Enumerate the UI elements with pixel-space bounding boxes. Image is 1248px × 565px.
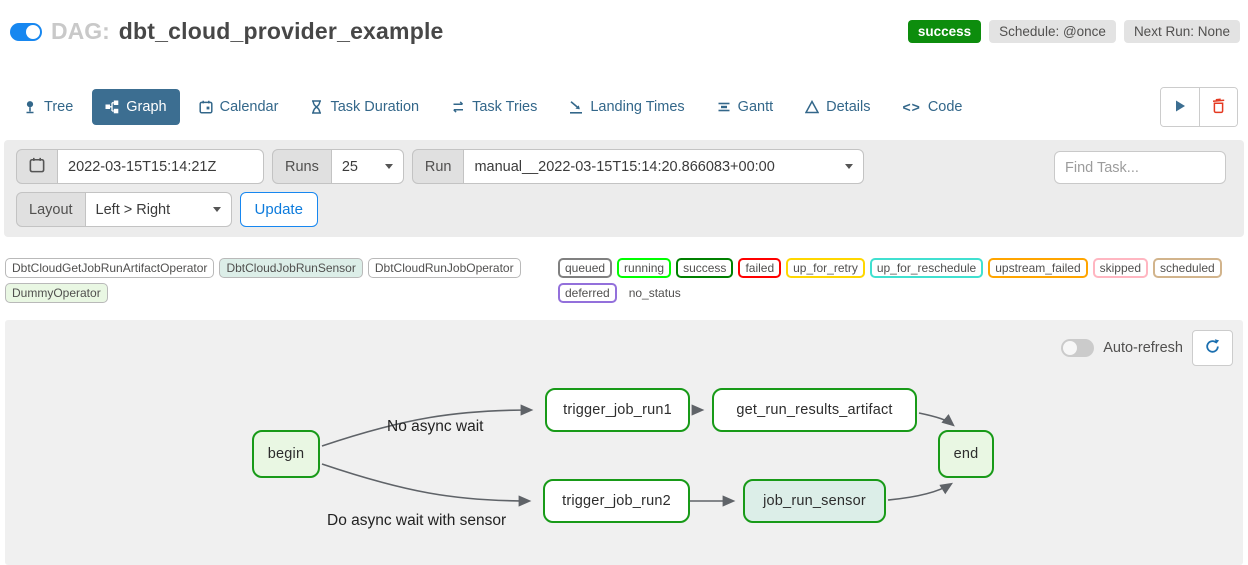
toggle-knob	[26, 24, 40, 39]
edge-label: No async wait	[387, 418, 484, 435]
gantt-icon	[717, 100, 731, 114]
toggle-knob	[1063, 341, 1078, 355]
task-node-job-run-sensor[interactable]: job_run_sensor	[743, 479, 886, 523]
schedule-badge: Schedule: @once	[989, 20, 1116, 43]
update-button[interactable]: Update	[239, 192, 318, 227]
tab-gantt[interactable]: Gantt	[704, 89, 786, 125]
dag-pause-toggle[interactable]	[10, 22, 42, 41]
delete-dag-button[interactable]	[1199, 88, 1237, 126]
legend-status: deferred	[558, 283, 617, 303]
tab-landing-times[interactable]: Landing Times	[556, 89, 697, 125]
tab-task-duration[interactable]: Task Duration	[297, 89, 432, 125]
play-icon	[1173, 99, 1187, 116]
task-node-trigger-job-run1[interactable]: trigger_job_run1	[545, 388, 690, 432]
task-node-trigger-job-run2[interactable]: trigger_job_run2	[543, 479, 690, 523]
task-node-begin[interactable]: begin	[252, 430, 320, 478]
legend-status: success	[676, 258, 734, 278]
find-task-input[interactable]	[1054, 151, 1226, 184]
chevron-down-icon	[845, 164, 854, 169]
calendar-picker-icon	[29, 157, 45, 177]
trash-icon	[1211, 98, 1226, 117]
tab-graph[interactable]: Graph	[92, 89, 180, 125]
tree-icon	[23, 100, 37, 114]
dag-graph-panel: Auto-refresh No async wait Do async wait…	[5, 320, 1243, 565]
legend-status: queued	[558, 258, 613, 278]
layout-select[interactable]: Left > Right	[85, 192, 232, 227]
legend-status: scheduled	[1153, 258, 1222, 278]
dag-edges	[321, 404, 955, 507]
dag-header: DAG: dbt_cloud_provider_example success …	[0, 0, 1248, 60]
tab-tree[interactable]: Tree	[10, 89, 86, 125]
header-badges: success Schedule: @once Next Run: None	[907, 20, 1240, 43]
tab-details[interactable]: Details	[792, 89, 883, 125]
repeat-icon	[451, 100, 465, 114]
legend-operator: DbtCloudRunJobOperator	[367, 258, 521, 278]
graph-icon	[105, 100, 119, 114]
task-node-end[interactable]: end	[938, 430, 994, 478]
task-node-get-run-results-artifact[interactable]: get_run_results_artifact	[712, 388, 917, 432]
operator-legend: DbtCloudGetJobRunArtifactOperator DbtClo…	[5, 258, 548, 303]
run-select[interactable]: manual__2022-03-15T15:14:20.866083+00:00	[464, 149, 865, 184]
legend-operator: DbtCloudGetJobRunArtifactOperator	[5, 258, 215, 278]
layout-label: Layout	[16, 192, 86, 227]
view-tabbar: Tree Graph Calendar Task Duration Task T…	[10, 85, 1238, 129]
runs-label: Runs	[272, 149, 332, 184]
num-runs-select[interactable]: 25	[331, 149, 404, 184]
page-title: dbt_cloud_provider_example	[118, 18, 444, 44]
legend-operator: DbtCloudJobRunSensor	[219, 258, 363, 278]
dag-action-buttons	[1160, 87, 1238, 127]
filter-bar: Runs 25 Run manual__2022-03-15T15:14:20.…	[4, 140, 1244, 237]
hourglass-icon	[310, 100, 323, 114]
legend-status: up_for_retry	[786, 258, 865, 278]
legend: DbtCloudGetJobRunArtifactOperator DbtClo…	[5, 258, 1243, 303]
next-run-badge: Next Run: None	[1123, 20, 1240, 43]
auto-refresh-toggle[interactable]	[1061, 339, 1095, 357]
tab-calendar[interactable]: Calendar	[186, 89, 292, 125]
run-label: Run	[411, 149, 465, 184]
refresh-button[interactable]	[1192, 330, 1233, 366]
legend-status: running	[617, 258, 672, 278]
code-icon: <>	[902, 99, 921, 115]
legend-status: no_status	[628, 286, 681, 300]
edge-label: Do async wait with sensor	[327, 512, 507, 529]
triangle-icon	[805, 100, 820, 114]
chevron-down-icon	[212, 207, 221, 212]
dag-prefix: DAG:	[51, 18, 110, 44]
tab-code[interactable]: <> Code	[902, 99, 963, 115]
trigger-dag-button[interactable]	[1161, 88, 1199, 126]
legend-operator: DummyOperator	[5, 283, 108, 303]
tab-task-tries[interactable]: Task Tries	[438, 89, 550, 125]
legend-status: skipped	[1092, 258, 1148, 278]
base-date-input[interactable]	[58, 149, 264, 184]
legend-status: failed	[738, 258, 782, 278]
legend-status: upstream_failed	[988, 258, 1088, 278]
date-picker-button[interactable]	[16, 149, 58, 184]
calendar-icon	[199, 100, 213, 114]
refresh-icon	[1204, 338, 1221, 358]
legend-status: up_for_reschedule	[869, 258, 984, 278]
dag-status-badge: success	[907, 20, 982, 43]
status-legend: queued running success failed up_for_ret…	[558, 258, 1243, 303]
chevron-down-icon	[384, 164, 393, 169]
auto-refresh-label: Auto-refresh	[1103, 340, 1183, 356]
plane-landing-icon	[569, 100, 583, 114]
